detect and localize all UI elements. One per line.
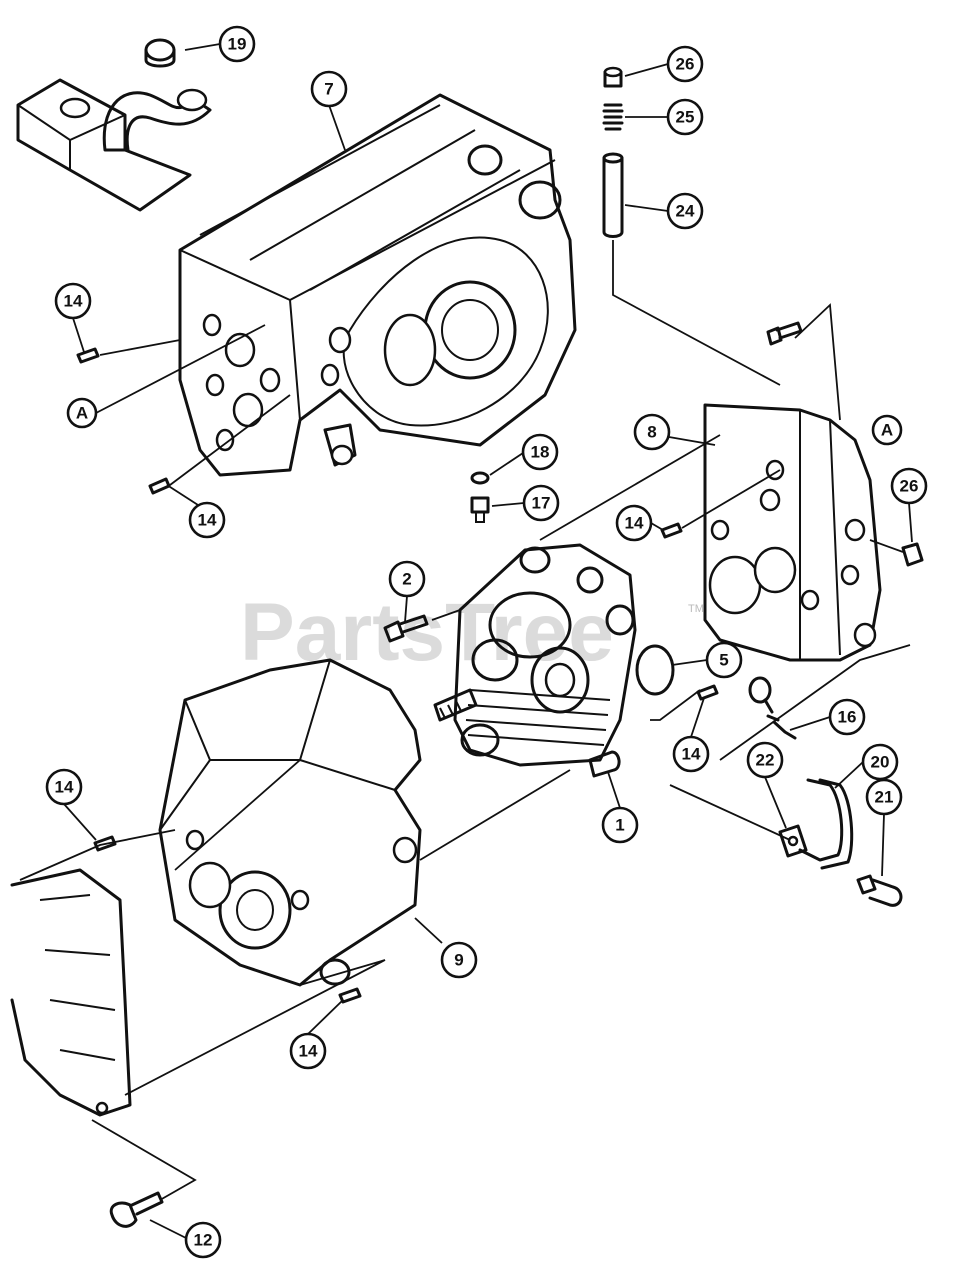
svg-text:21: 21 <box>875 788 894 807</box>
callout-26[interactable]: 26 <box>666 45 704 83</box>
callout-14[interactable]: 14 <box>289 1032 327 1070</box>
callout-14[interactable]: 14 <box>54 282 92 320</box>
watermark-trademark: TM <box>688 603 704 615</box>
svg-text:22: 22 <box>756 751 775 770</box>
callout-14[interactable]: 14 <box>45 768 83 806</box>
svg-text:14: 14 <box>682 745 701 764</box>
svg-text:19: 19 <box>228 35 247 54</box>
callout-14[interactable]: 14 <box>188 501 226 539</box>
callout-20[interactable]: 20 <box>861 743 899 781</box>
callout-9[interactable]: 9 <box>440 941 478 979</box>
pump-mounting-bolt <box>383 614 429 643</box>
callout-14[interactable]: 14 <box>672 735 710 773</box>
reference-marker-a-left: A <box>66 397 98 429</box>
dowel-pins <box>76 347 719 1004</box>
front-gear-housing <box>158 658 422 987</box>
svg-text:A: A <box>881 421 893 440</box>
main-transmission-housing <box>178 93 577 477</box>
case-bolt <box>109 1191 164 1228</box>
callout-7[interactable]: 7 <box>310 70 348 108</box>
callout-24[interactable]: 24 <box>666 192 704 230</box>
svg-text:26: 26 <box>676 55 695 74</box>
spring-clip <box>748 676 797 740</box>
svg-text:A: A <box>76 404 88 423</box>
callout-arrows <box>63 43 913 1239</box>
svg-text:14: 14 <box>625 514 644 533</box>
svg-text:1: 1 <box>615 816 624 835</box>
callout-2[interactable]: 2 <box>388 560 426 598</box>
cover-plate <box>703 403 924 662</box>
callout-8[interactable]: 8 <box>633 413 671 451</box>
callout-5[interactable]: 5 <box>705 641 743 679</box>
svg-text:18: 18 <box>531 443 550 462</box>
callout-21[interactable]: 21 <box>865 778 903 816</box>
callout-19[interactable]: 19 <box>218 25 256 63</box>
callout-16[interactable]: 16 <box>828 698 866 736</box>
callout-17[interactable]: 17 <box>522 484 560 522</box>
svg-text:20: 20 <box>871 753 890 772</box>
svg-text:14: 14 <box>64 292 83 311</box>
transmission-case-edge <box>10 868 132 1117</box>
callout-22[interactable]: 22 <box>746 741 784 779</box>
callout-12[interactable]: 12 <box>184 1221 222 1259</box>
svg-text:25: 25 <box>676 108 695 127</box>
leader-lines <box>19 240 911 1201</box>
hydrostatic-pump <box>433 543 675 778</box>
callout-18[interactable]: 18 <box>521 433 559 471</box>
breather-pipe-assembly <box>16 38 212 212</box>
svg-text:14: 14 <box>299 1042 318 1061</box>
svg-text:14: 14 <box>198 511 217 530</box>
svg-text:7: 7 <box>324 80 333 99</box>
reference-marker-a-right: A <box>871 414 903 446</box>
svg-text:26: 26 <box>900 477 919 496</box>
svg-text:2: 2 <box>402 570 411 589</box>
svg-text:16: 16 <box>838 708 857 727</box>
callout-25[interactable]: 25 <box>666 98 704 136</box>
callout-1[interactable]: 1 <box>601 806 639 844</box>
cover-bolt <box>766 321 803 346</box>
svg-text:24: 24 <box>676 202 695 221</box>
svg-text:5: 5 <box>719 651 728 670</box>
svg-text:17: 17 <box>532 494 551 513</box>
hydraulic-tube <box>778 778 854 870</box>
shaft-spring-cap-stack <box>602 66 624 238</box>
svg-text:9: 9 <box>454 951 463 970</box>
callout-26[interactable]: 26 <box>890 467 928 505</box>
watermark-text: PartsTree <box>240 587 614 678</box>
svg-text:14: 14 <box>55 778 74 797</box>
callout-14[interactable]: 14 <box>615 504 653 542</box>
screw-and-washer <box>470 471 490 523</box>
tube-bolt <box>856 874 903 907</box>
svg-text:12: 12 <box>194 1231 213 1250</box>
svg-text:8: 8 <box>647 423 656 442</box>
